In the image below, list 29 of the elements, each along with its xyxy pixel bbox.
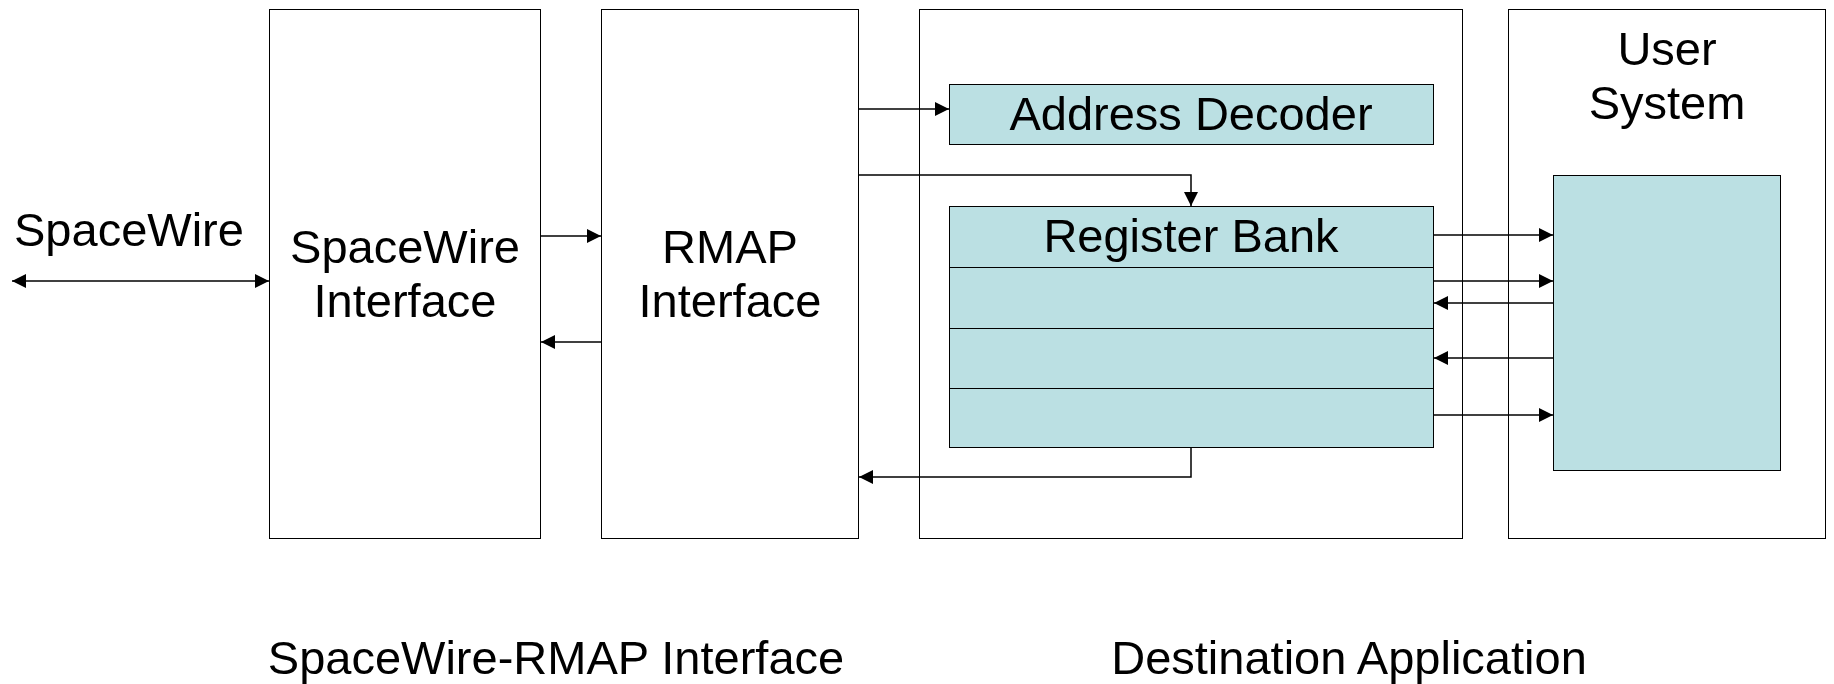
arrow [858,447,1192,484]
user-logic-box [1552,174,1781,471]
edge-label: SpaceWire [14,202,244,257]
register-row [948,327,1434,389]
arrow [1433,274,1554,288]
node-label: RMAP Interface [637,219,823,329]
caption-text: SpaceWire-RMAP Interface [267,629,845,684]
node-label: Address Decoder [1009,86,1373,141]
decoder-box [948,83,1434,145]
register-row [948,387,1434,448]
application-panel [919,9,1463,539]
arrow [858,174,1198,207]
arrow [540,335,602,349]
arrow [1433,408,1554,422]
register-row [948,205,1434,268]
arrow [858,102,950,116]
register-row [948,266,1434,329]
arrow [1433,296,1554,310]
interface-box [601,9,859,539]
node-label: User System [1587,22,1747,131]
node-label: Register Bank [1043,209,1339,264]
arrow [11,274,270,288]
node-label: SpaceWire Interface [289,219,521,329]
caption-text: Destination Application [1111,629,1587,684]
arrow [1433,228,1554,242]
system-panel [1508,9,1826,539]
arrow [540,229,602,243]
interface-box [269,9,541,539]
arrow [1433,351,1554,365]
